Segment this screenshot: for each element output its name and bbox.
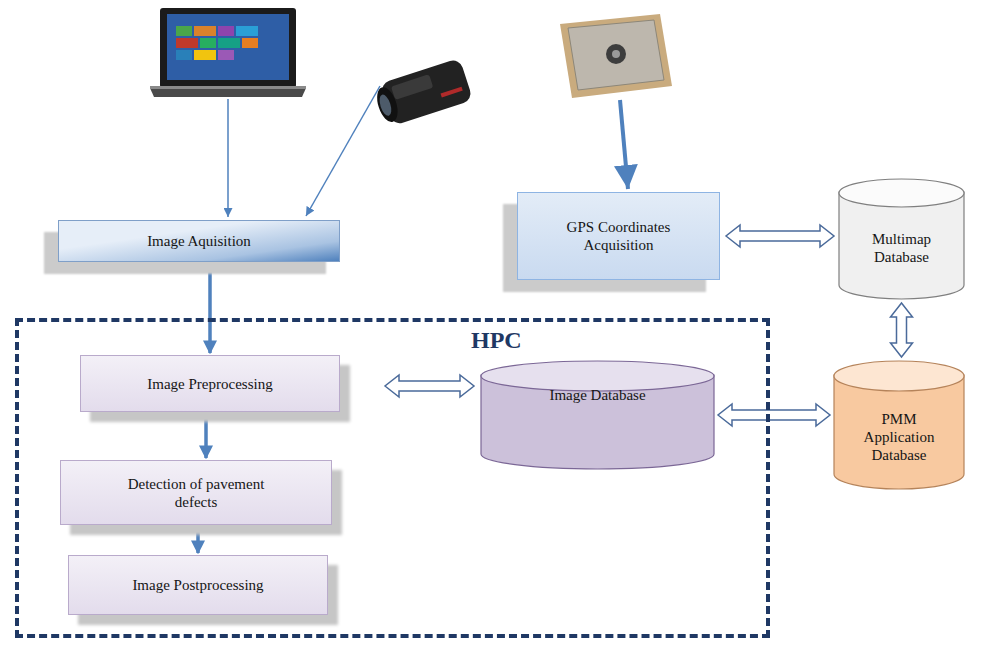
cylinder-top <box>839 179 964 207</box>
region-heading: HPC <box>471 326 522 355</box>
process-box: Image Postprocessing <box>68 555 328 615</box>
cylinder-body <box>481 375 714 469</box>
node-label: PMM Application Database <box>854 410 944 464</box>
flow-arrow <box>204 412 208 458</box>
process-box: Image Aquisition <box>58 220 340 262</box>
camcorder-icon <box>372 58 473 128</box>
input-arrow <box>227 99 229 217</box>
double-block-arrow <box>891 303 913 357</box>
flow-arrow <box>196 525 200 553</box>
cylinder-body <box>834 375 964 489</box>
gps-chip-icon <box>560 14 672 98</box>
process-box: Image Preprocessing <box>80 355 340 412</box>
node-label: Detection of pavement defects <box>109 475 284 511</box>
process-box: GPS Coordinates Acquisition <box>517 192 720 280</box>
database-cylinder: Image Database <box>480 360 715 470</box>
double-block-arrow <box>385 375 474 397</box>
double-block-arrow <box>718 404 830 426</box>
cylinder-top <box>481 361 714 391</box>
node-label: Image Postprocessing <box>132 576 263 594</box>
cylinder-top <box>834 361 964 391</box>
input-arrow <box>306 86 380 216</box>
laptop-icon <box>150 8 306 97</box>
cylinder-body <box>839 192 964 299</box>
flow-arrow <box>208 262 212 353</box>
node-label: Image Preprocessing <box>147 375 272 393</box>
node-label: GPS Coordinates Acquisition <box>544 218 694 254</box>
node-label: Image Aquisition <box>147 232 251 250</box>
cylinder-outline <box>480 360 715 470</box>
input-arrow <box>620 100 628 189</box>
database-cylinder: Multimap Database <box>838 178 965 300</box>
hpc-region: HPC Image PreprocessingDetection of pavem… <box>15 318 770 638</box>
process-box: Detection of pavement defects <box>60 460 332 525</box>
node-label: Multimap Database <box>862 230 942 266</box>
database-cylinder: PMM Application Database <box>833 360 965 490</box>
double-block-arrow <box>726 225 834 247</box>
node-label: Image Database <box>549 386 645 404</box>
